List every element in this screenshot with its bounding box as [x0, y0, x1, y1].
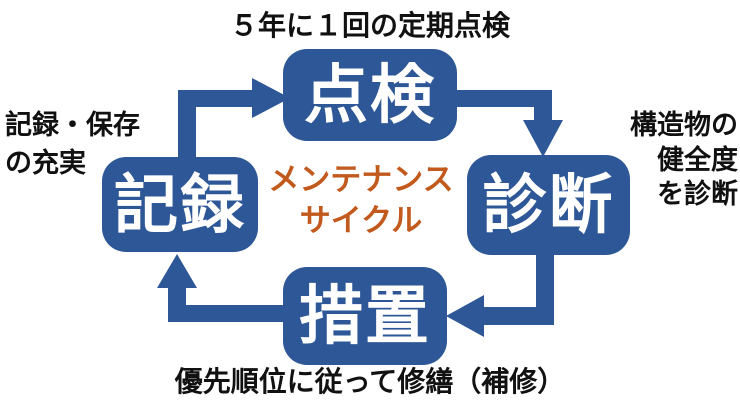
annotation-right: 構造物の 健全度 を診断 — [630, 108, 738, 212]
annotation-right-line1: 構造物の — [630, 110, 738, 140]
annotation-bottom: 優先順位に従って修繕（補修） — [174, 366, 566, 397]
cycle-center-label-line1: メンテナンス — [268, 162, 454, 197]
annotation-left-line2: の充実 — [5, 148, 86, 179]
node-record: 記録 — [102, 157, 258, 252]
annotation-top: ５年に１回の定期点検 — [229, 10, 510, 41]
node-inspection: 点検 — [283, 49, 457, 141]
arrow-inspection-to-diagnosis-icon — [450, 90, 563, 157]
cycle-center-label: メンテナンス サイクル — [250, 160, 472, 242]
arrow-record-to-inspection-icon — [178, 78, 290, 162]
cycle-center-label-line2: サイクル — [299, 202, 423, 238]
node-diagnosis: 診断 — [467, 155, 630, 255]
annotation-right-line2: 健全度 — [657, 144, 738, 175]
arrow-action-to-record-icon — [157, 254, 288, 322]
node-action: 措置 — [283, 267, 447, 365]
annotation-right-line3: を診断 — [657, 179, 738, 210]
annotation-left: 記録・保存 の充実 — [5, 106, 140, 183]
annotation-left-line1: 記録・保存 — [5, 110, 140, 140]
arrow-diagnosis-to-action-icon — [446, 250, 554, 337]
